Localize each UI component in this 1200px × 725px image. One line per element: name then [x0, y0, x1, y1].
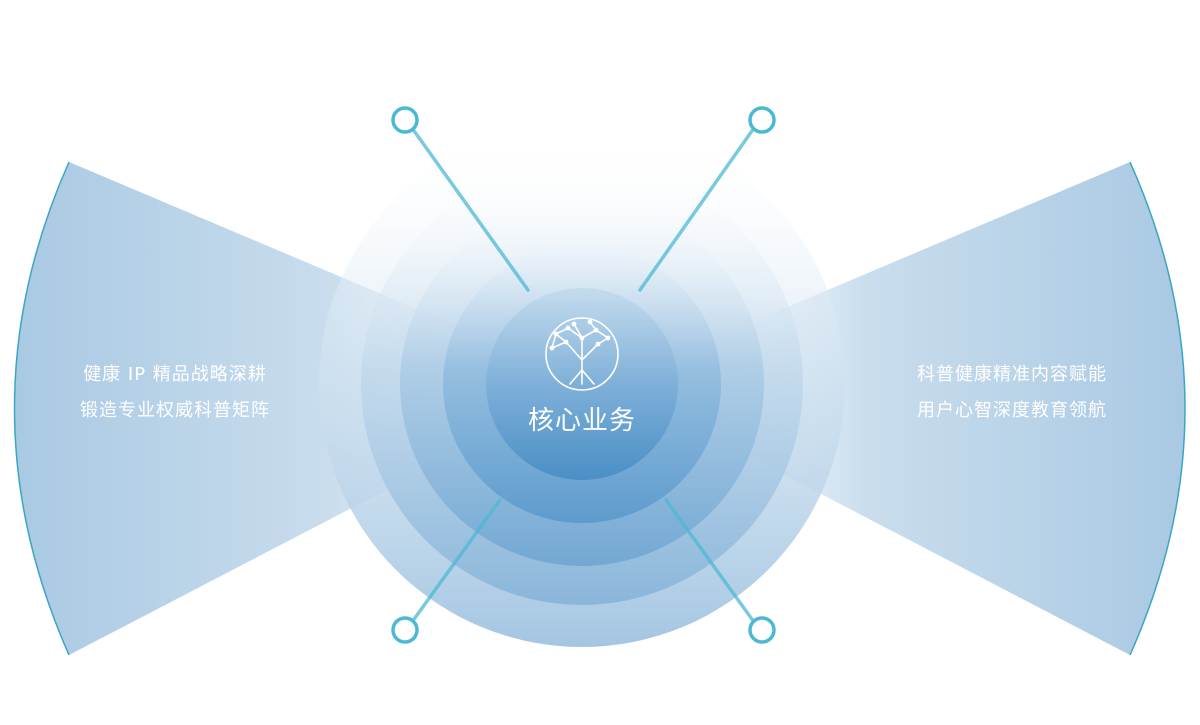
right-wing-text: 科普健康精准内容赋能 用户心智深度教育领航 [862, 357, 1162, 429]
right-wing [608, 162, 1185, 655]
center-title: 核心业务 [527, 406, 636, 436]
node-bottom-left [391, 616, 419, 644]
right-wing-line-1: 科普健康精准内容赋能 [917, 364, 1107, 385]
left-wing-line-1: 健康 IP 精品战略深耕 [83, 364, 267, 385]
connector-bottom-left [410, 498, 502, 624]
node-top-right [748, 106, 776, 134]
connector-top-right [638, 126, 756, 292]
right-wing-line-2: 用户心智深度教育领航 [917, 400, 1107, 421]
left-wing-edge [13, 161, 70, 656]
node-top-left [391, 106, 419, 134]
right-wing-edge [1129, 161, 1186, 656]
left-wing-line-2: 锻造专业权威科普矩阵 [80, 400, 270, 421]
left-wing-text: 健康 IP 精品战略深耕 锻造专业权威科普矩阵 [25, 357, 325, 429]
tree-network-icon [545, 317, 619, 391]
node-bottom-right [748, 616, 776, 644]
connector-bottom-right [664, 498, 756, 624]
left-wing [14, 162, 592, 655]
connector-nodes [391, 106, 776, 644]
connector-top-left [410, 126, 530, 292]
connectors [410, 126, 756, 624]
